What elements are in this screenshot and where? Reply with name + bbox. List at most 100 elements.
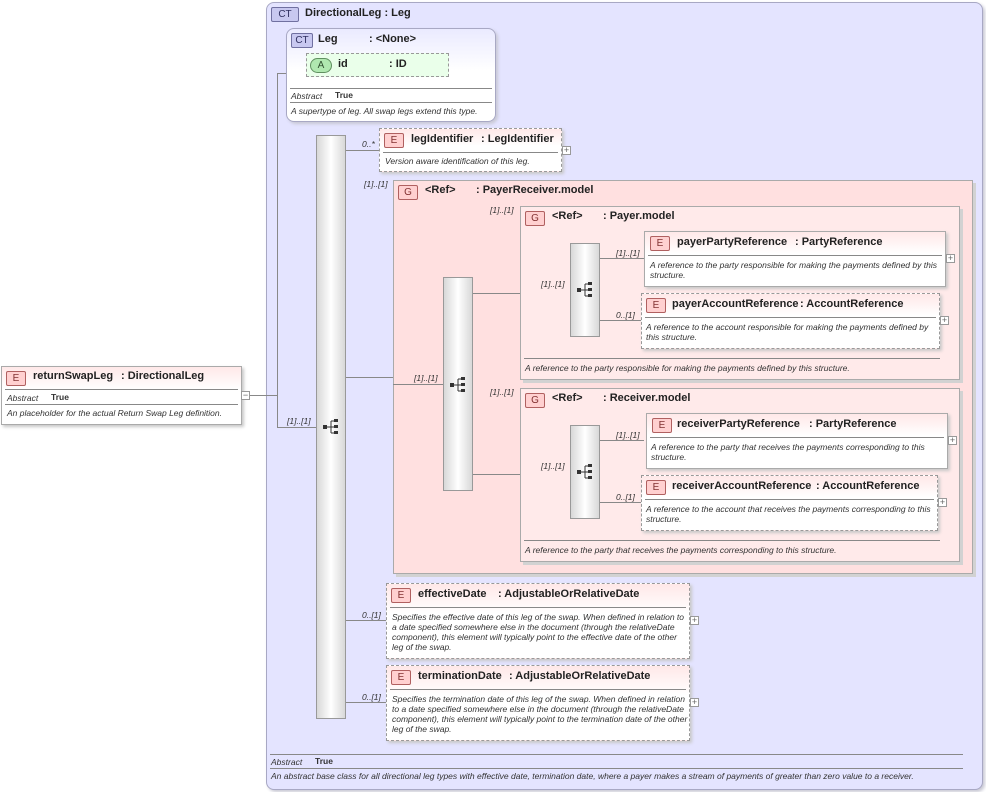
multiplicity-receiver-seq: [1]..[1] — [541, 461, 565, 471]
connector — [600, 502, 641, 503]
connector — [250, 395, 277, 396]
element-payer-account-reference[interactable] — [641, 293, 940, 349]
effective-date-name: effectiveDate — [418, 588, 487, 600]
expand-plus-icon[interactable]: + — [690, 697, 699, 707]
multiplicity-receiver-account: 0..[1] — [616, 492, 635, 502]
multiplicity-payer-receiver: [1]..[1] — [364, 179, 388, 189]
complex-type-title: DirectionalLeg : Leg — [305, 7, 411, 19]
multiplicity-root-seq: [1]..[1] — [287, 416, 311, 426]
return-swap-leg-type: : DirectionalLeg — [121, 370, 205, 382]
element-receiver-account-reference[interactable] — [641, 475, 938, 531]
termination-date-description: Specifies the termination date of this l… — [392, 694, 688, 734]
expand-plus-icon[interactable]: + — [562, 145, 571, 155]
termination-date-type: : AdjustableOrRelativeDate — [509, 670, 651, 682]
receiver-description: A reference to the party that receives t… — [525, 545, 837, 555]
receiver-party-divider — [650, 437, 944, 438]
payer-divider — [524, 358, 940, 359]
leg-type: : <None> — [369, 33, 417, 45]
payer-badge: G — [525, 211, 545, 226]
multiplicity-payer-seq: [1]..[1] — [541, 279, 565, 289]
payer-account-name: payerAccountReference — [672, 298, 799, 310]
collapse-minus-icon[interactable]: − — [241, 390, 250, 400]
receiver-party-type: : PartyReference — [809, 418, 897, 430]
attribute-badge: A — [310, 58, 332, 73]
sequence-compositor-icon — [450, 377, 465, 392]
multiplicity-receiver-group: [1]..[1] — [490, 387, 514, 397]
leg-divider — [290, 88, 492, 89]
payer-account-description: A reference to the account responsible f… — [646, 322, 929, 342]
payer-account-type: : AccountReference — [800, 298, 904, 310]
termination-date-badge: E — [391, 670, 411, 685]
element-payer-party-reference[interactable] — [644, 231, 946, 287]
multiplicity-payer-party: [1]..[1] — [616, 248, 640, 258]
return-swap-leg-badge: E — [6, 371, 26, 386]
receiver-party-name: receiverPartyReference — [677, 418, 800, 430]
payer-name: : Payer.model — [603, 210, 675, 222]
payer-receiver-ref: <Ref> — [425, 184, 456, 196]
leg-divider-2 — [290, 102, 492, 103]
connector — [473, 474, 520, 475]
receiver-account-name: receiverAccountReference — [672, 480, 812, 492]
receiver-badge: G — [525, 393, 545, 408]
element-termination-date[interactable] — [386, 665, 690, 741]
connector — [473, 293, 520, 294]
multiplicity-effective-date: 0..[1] — [362, 610, 381, 620]
receiver-ref: <Ref> — [552, 392, 583, 404]
root-divider — [5, 389, 238, 390]
leg-abstract-label: Abstract — [291, 91, 323, 101]
expand-plus-icon[interactable]: + — [948, 435, 957, 445]
leg-identifier-description: Version aware identification of this leg… — [385, 156, 530, 166]
payer-description: A reference to the party responsible for… — [525, 363, 850, 373]
element-effective-date[interactable] — [386, 583, 690, 659]
element-receiver-party-reference[interactable] — [646, 413, 948, 469]
ct-abstract-label: Abstract — [271, 757, 303, 767]
ct-divider — [270, 754, 963, 755]
payer-account-divider — [645, 317, 936, 318]
connector — [346, 702, 386, 703]
attribute-type: : ID — [389, 58, 407, 70]
expand-plus-icon[interactable]: + — [938, 497, 947, 507]
sequence-compositor-icon — [577, 282, 592, 297]
element-leg-identifier[interactable] — [379, 128, 562, 172]
payer-party-divider — [648, 255, 942, 256]
connector — [600, 320, 641, 321]
connector — [393, 384, 443, 385]
multiplicity-termination-date: 0..[1] — [362, 692, 381, 702]
root-abstract-label: Abstract — [7, 393, 39, 403]
ct-abstract-value: True — [315, 756, 333, 766]
root-abstract-value: True — [51, 392, 69, 402]
payer-receiver-badge: G — [398, 185, 418, 200]
ct-divider-2 — [270, 768, 963, 769]
receiver-party-description: A reference to the party that receives t… — [651, 442, 925, 462]
receiver-party-badge: E — [652, 418, 672, 433]
attribute-name: id — [338, 58, 348, 70]
connector — [277, 73, 278, 427]
root-description: An placeholder for the actual Return Swa… — [7, 408, 222, 418]
leg-description: A supertype of leg. All swap legs extend… — [291, 106, 478, 116]
effective-date-divider — [390, 607, 686, 608]
expand-plus-icon[interactable]: + — [946, 253, 955, 263]
payer-party-description: A reference to the party responsible for… — [650, 260, 937, 280]
leg-identifier-type: : LegIdentifier — [481, 133, 554, 145]
payer-party-name: payerPartyReference — [677, 236, 788, 248]
multiplicity-pr-seq: [1]..[1] — [414, 373, 438, 383]
root-divider-2 — [5, 404, 238, 405]
leg-abstract-value: True — [335, 90, 353, 100]
connector — [600, 258, 644, 259]
effective-date-badge: E — [391, 588, 411, 603]
expand-plus-icon[interactable]: + — [690, 615, 699, 625]
termination-date-name: terminationDate — [418, 670, 502, 682]
return-swap-leg-name: returnSwapLeg — [33, 370, 114, 382]
complex-type-badge: CT — [271, 7, 299, 22]
connector — [277, 427, 316, 428]
termination-date-divider — [390, 689, 686, 690]
expand-plus-icon[interactable]: + — [940, 315, 949, 325]
multiplicity-payer-account: 0..[1] — [616, 310, 635, 320]
receiver-account-description: A reference to the account that receives… — [646, 504, 931, 524]
connector — [600, 440, 644, 441]
receiver-account-type: : AccountReference — [816, 480, 920, 492]
leg-name: Leg — [318, 33, 338, 45]
element-return-swap-leg[interactable] — [1, 366, 242, 425]
sequence-compositor-receiver — [570, 425, 600, 519]
leg-identifier-divider — [383, 152, 558, 153]
